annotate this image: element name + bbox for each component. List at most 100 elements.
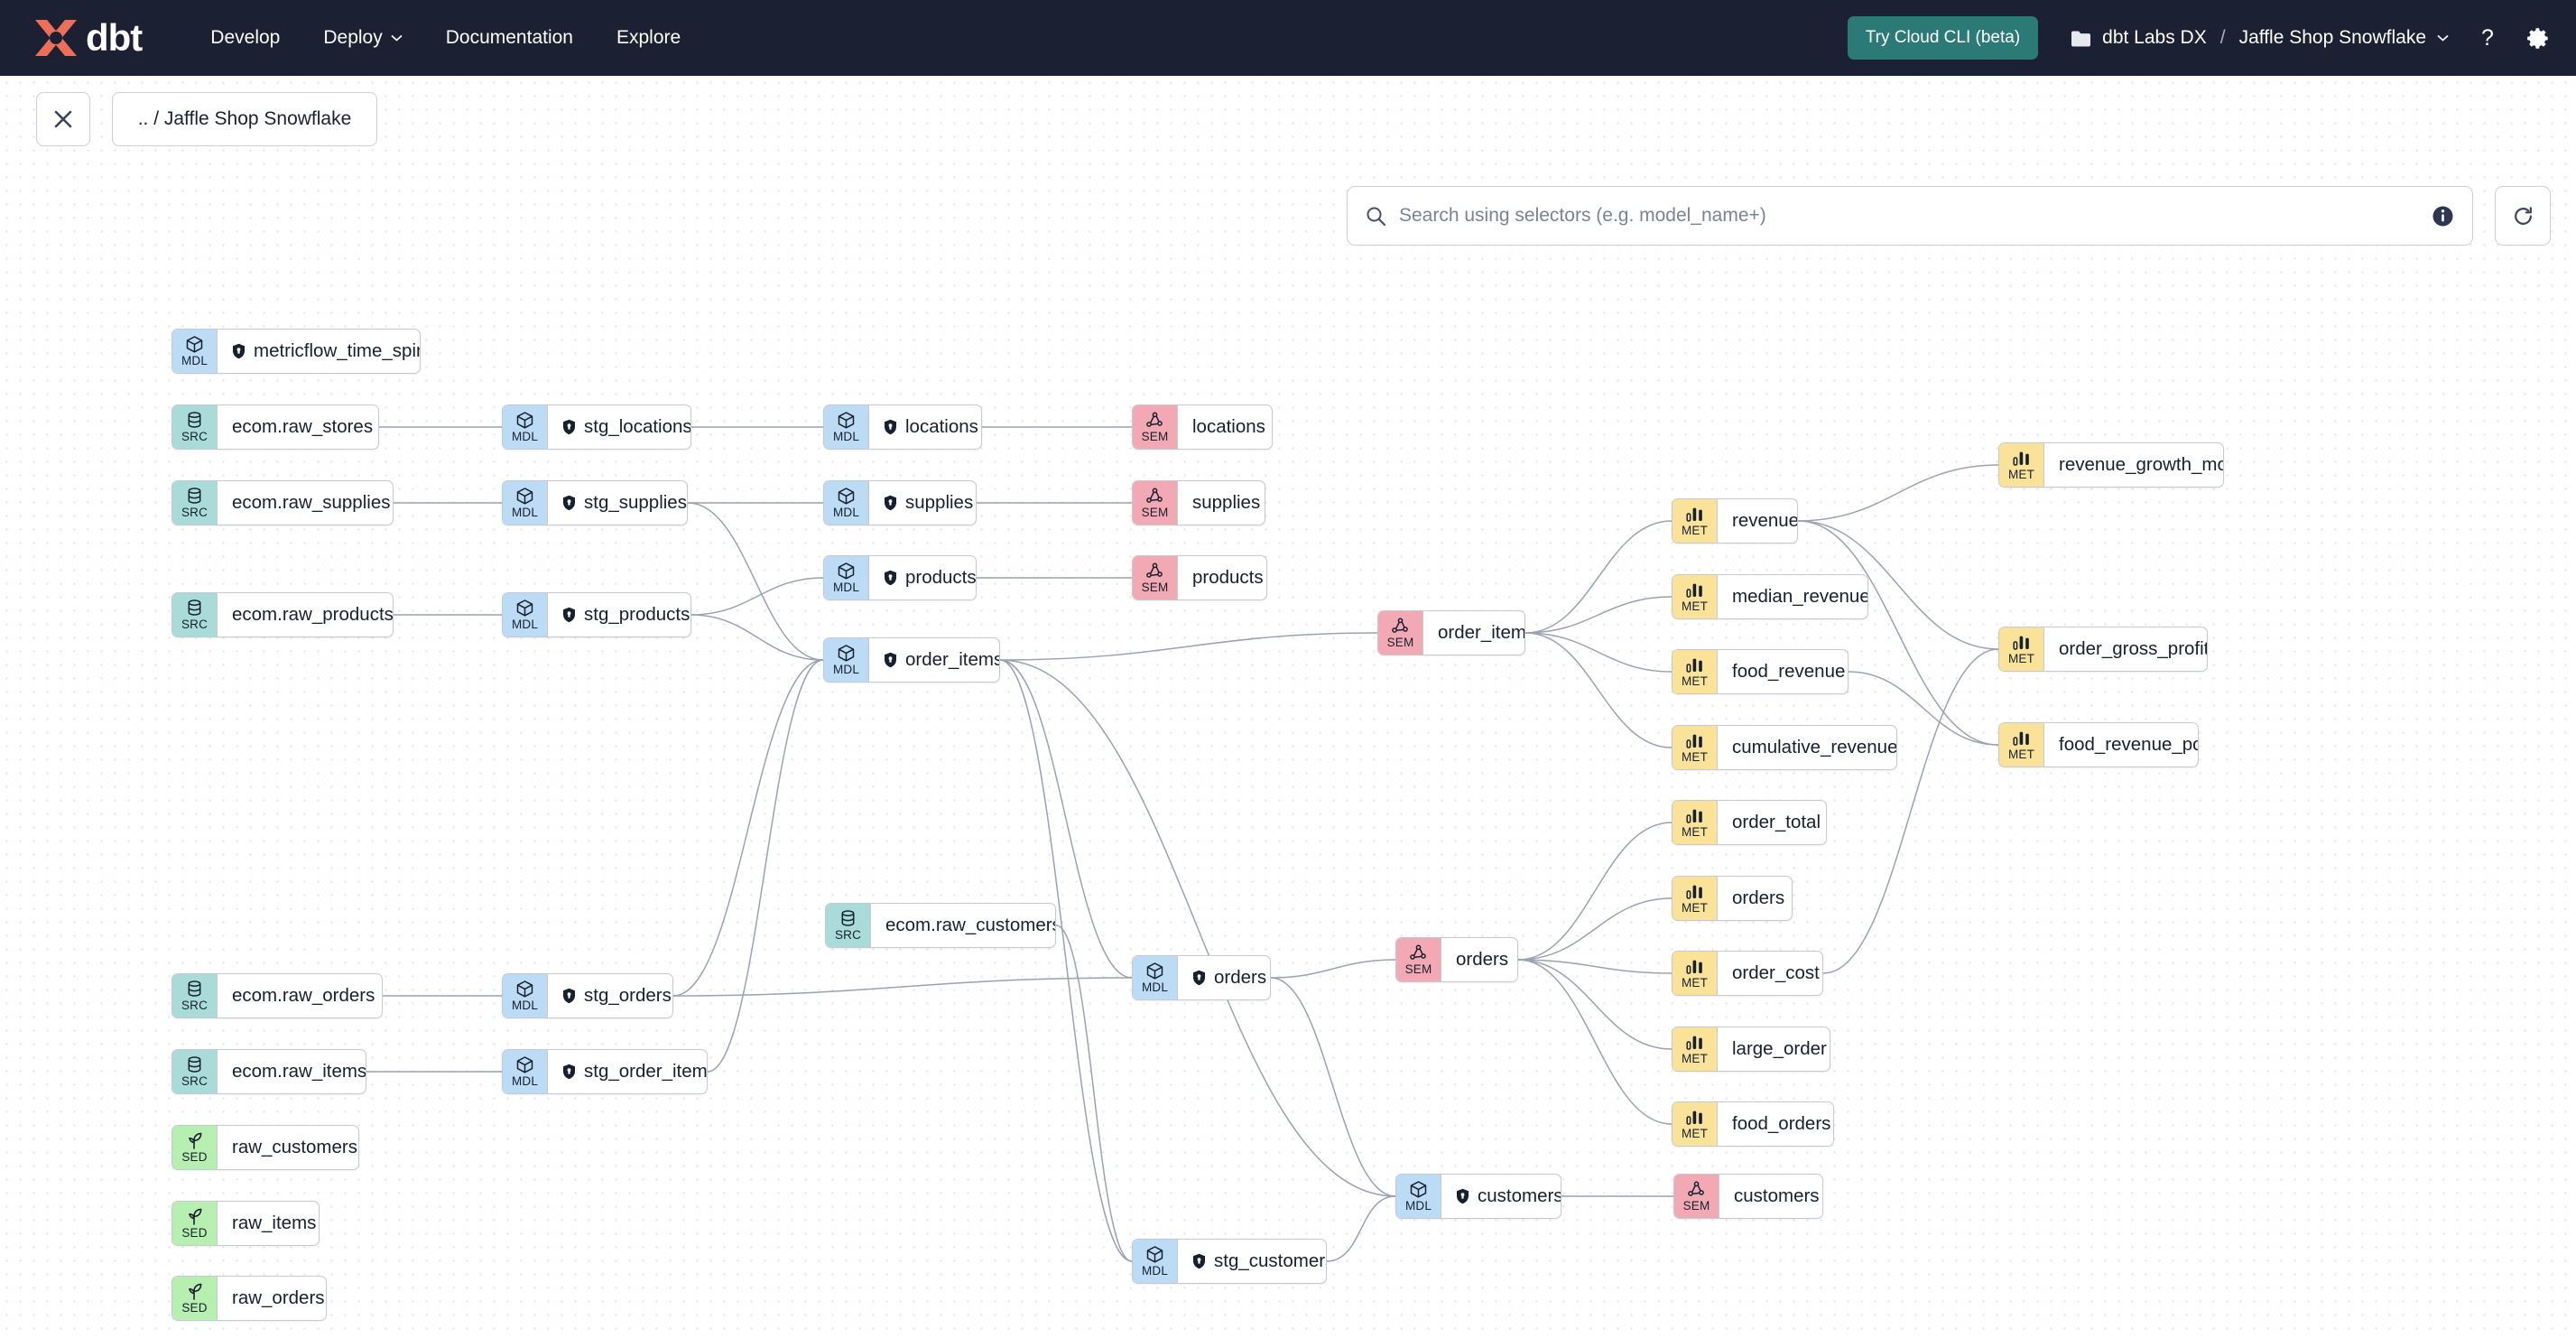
close-button[interactable]	[36, 92, 90, 146]
graph-node-mdl_order_items[interactable]: MDL order_items	[823, 637, 1000, 683]
search-input[interactable]	[1399, 205, 2419, 227]
graph-node-stg_order_items[interactable]: MDL stg_order_items	[502, 1049, 708, 1094]
breadcrumb-project[interactable]: Jaffle Shop Snowflake	[2238, 27, 2426, 48]
gear-icon[interactable]	[2526, 26, 2551, 51]
breadcrumb-path-chip[interactable]: .. / Jaffle Shop Snowflake	[112, 92, 377, 146]
graph-node-mdl_locations[interactable]: MDL locations	[823, 404, 982, 450]
cube-icon	[1408, 1180, 1429, 1199]
node-label: raw_customers	[232, 1137, 357, 1157]
graph-node-mdl_supplies[interactable]: MDL supplies	[823, 480, 977, 525]
graph-node-stg_customers[interactable]: MDL stg_customers	[1132, 1239, 1327, 1284]
node-label: median_revenue	[1732, 586, 1868, 607]
try-cloud-cli-button[interactable]: Try Cloud CLI (beta)	[1847, 16, 2039, 60]
node-type-badge-mdl: MDL	[503, 405, 548, 449]
nav-link-deploy[interactable]: Deploy	[301, 18, 423, 58]
node-type-badge-mdl: MDL	[1133, 1240, 1178, 1283]
graph-node-stg_supplies[interactable]: MDL stg_supplies	[502, 480, 688, 525]
node-type-abbr: MET	[1681, 1127, 1709, 1141]
semantic-graph-icon	[1144, 487, 1165, 506]
node-label-wrap: stg_orders	[548, 974, 672, 1017]
node-label-wrap: orders	[1718, 877, 1792, 920]
graph-node-mdl_customers[interactable]: MDL customers	[1395, 1174, 1561, 1219]
nav-right-cluster: Try Cloud CLI (beta) dbt Labs DX / Jaffl…	[1847, 16, 2551, 60]
info-circle-icon[interactable]	[2432, 205, 2454, 228]
nav-link-documentation[interactable]: Documentation	[424, 18, 595, 58]
refresh-button[interactable]	[2495, 186, 2551, 246]
project-chevron-down-icon[interactable]	[2437, 34, 2449, 42]
nav-link-explore[interactable]: Explore	[595, 18, 702, 58]
semantic-graph-icon	[1144, 411, 1165, 430]
graph-node-metricflow_time_spine[interactable]: MDL metricflow_time_spine	[171, 329, 421, 374]
breadcrumb-account[interactable]: dbt Labs DX	[2102, 27, 2207, 48]
graph-node-mdl_orders[interactable]: MDL orders	[1132, 955, 1271, 1000]
node-label: cumulative_revenue	[1732, 737, 1897, 757]
node-label: raw_orders	[232, 1287, 325, 1308]
node-type-abbr: SRC	[181, 506, 208, 520]
graph-node-sed_raw_customers[interactable]: SED raw_customers	[171, 1125, 359, 1170]
graph-node-stg_locations[interactable]: MDL stg_locations	[502, 404, 691, 450]
node-label: food_orders	[1732, 1113, 1831, 1134]
node-type-abbr: SRC	[181, 430, 208, 444]
graph-node-mdl_products[interactable]: MDL products	[823, 555, 977, 600]
cube-icon	[514, 980, 535, 999]
node-label-wrap: revenue_growth_mom	[2044, 443, 2223, 487]
graph-node-stg_products[interactable]: MDL stg_products	[502, 592, 691, 637]
node-type-badge-met: MET	[1999, 627, 2044, 671]
nav-link-develop[interactable]: Develop	[189, 18, 301, 58]
node-label: order_item	[1438, 622, 1525, 643]
node-label-wrap: food_orders	[1718, 1102, 1833, 1146]
node-type-badge-mdl: MDL	[503, 481, 548, 525]
node-type-badge-met: MET	[1673, 952, 1718, 995]
bar-chart-icon	[1684, 882, 1705, 901]
database-icon	[838, 909, 858, 928]
bar-chart-icon	[1684, 581, 1705, 599]
node-type-abbr: SRC	[834, 928, 862, 943]
nav-link-develop-label: Develop	[210, 27, 281, 48]
semantic-graph-icon	[1390, 617, 1411, 636]
graph-node-stg_orders[interactable]: MDL stg_orders	[502, 973, 673, 1018]
cube-icon	[514, 411, 535, 430]
help-question-icon[interactable]: ?	[2476, 25, 2499, 51]
graph-node-met_food_orders[interactable]: MET food_orders	[1672, 1101, 1834, 1147]
node-type-badge-mdl: MDL	[1396, 1175, 1441, 1218]
node-label-wrap: stg_products	[548, 593, 690, 636]
node-type-abbr: SED	[181, 1150, 208, 1165]
search-bar[interactable]	[1347, 186, 2473, 246]
dbt-logo[interactable]: dbt	[31, 17, 143, 59]
node-type-abbr: SRC	[181, 618, 208, 632]
node-type-abbr: MDL	[181, 354, 208, 368]
private-shield-icon	[563, 419, 575, 435]
node-type-badge-mdl: MDL	[824, 405, 869, 449]
node-type-badge-mdl: MDL	[503, 1050, 548, 1093]
node-label-wrap: customers	[1719, 1175, 1822, 1218]
private-shield-icon	[1457, 1188, 1469, 1204]
chevron-down-icon	[391, 34, 403, 42]
node-label: raw_items	[232, 1213, 317, 1233]
